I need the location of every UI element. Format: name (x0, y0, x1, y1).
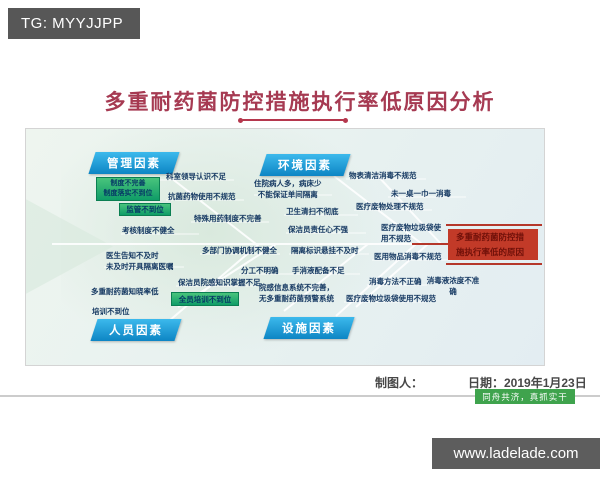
cause-e5: 未一桌一巾一消毒 (391, 189, 451, 198)
highlight-box-system: 制度不完善 制度落实不到位 (96, 177, 160, 201)
cause-f5: 消毒方法不正确 (369, 277, 422, 286)
website-bar: www.ladelade.com (432, 438, 600, 469)
tg-badge: TG: MYYJJPP (8, 8, 140, 39)
highlight-box-training: 全员培训不到位 (171, 292, 239, 306)
cause-f1: 隔离标识悬挂不及时 (291, 246, 359, 255)
cause-m1: 科室领导认识不足 (166, 172, 226, 181)
cause-f7: 医疗废物垃圾袋使用不规范 (346, 294, 436, 303)
cause-e1: 住院病人多，病床少 不能保证单间隔离 (254, 179, 322, 199)
cause-p1: 医生告知不及时 未及时开具隔离医嘱 (106, 251, 174, 271)
cause-p6: 保洁员院感知识掌握不足 (178, 278, 261, 287)
cause-m2: 抗菌药物使用不规范 (168, 192, 236, 201)
cause-e6: 医疗废物处理不规范 (356, 202, 424, 211)
head-line-top (446, 224, 542, 226)
cause-p2: 多重耐药菌知晓率低 (91, 287, 159, 296)
cause-e2: 卫生清扫不彻底 (286, 207, 339, 216)
cause-f3: 院感信息系统不完善， 无多重耐药菌预警系统 (259, 283, 334, 303)
cause-f4: 医用物品消毒不规范 (374, 252, 442, 261)
date-label: 日期：2019年1月23日 (468, 376, 587, 390)
category-environment: 环境因素 (259, 154, 351, 176)
slogan-banner: 同舟共济，真抓实干 (475, 389, 575, 404)
cause-m3: 特殊用药制度不完善 (194, 214, 262, 223)
cause-e3: 保洁员责任心不强 (288, 225, 348, 234)
cause-f2: 手消液配备不足 (292, 266, 345, 275)
highlight-box-supervision: 监管不到位 (119, 203, 171, 216)
cause-f6: 消毒液浓度不准确 (426, 276, 480, 296)
head-line-bottom (446, 263, 542, 265)
fishbone-diagram: 管理因素 环境因素 人员因素 设施因素 制度不完善 制度落实不到位 监管不到位 … (25, 128, 545, 366)
footer-divider (0, 395, 600, 397)
fishbone-lines (52, 173, 466, 322)
cause-e7: 医疗废物垃圾袋使用不规范 (381, 223, 441, 243)
category-management: 管理因素 (88, 152, 180, 174)
cause-e4: 物表清洁消毒不规范 (349, 171, 417, 180)
category-facility: 设施因素 (263, 317, 355, 339)
cause-m4: 考核制度不健全 (122, 226, 175, 235)
problem-head-box: 多重耐药菌防控措施执行率低的原因 (448, 229, 538, 260)
category-personnel: 人员因素 (90, 319, 182, 341)
title-underline (238, 117, 348, 123)
page-title: 多重耐药菌防控措施执行率低原因分析 (104, 91, 496, 114)
creator-label: 制图人： (375, 376, 424, 390)
cause-p5: 分工不明确 (241, 266, 279, 275)
cause-p3: 培训不到位 (92, 307, 130, 316)
cause-p4: 多部门协调机制不健全 (202, 246, 277, 255)
